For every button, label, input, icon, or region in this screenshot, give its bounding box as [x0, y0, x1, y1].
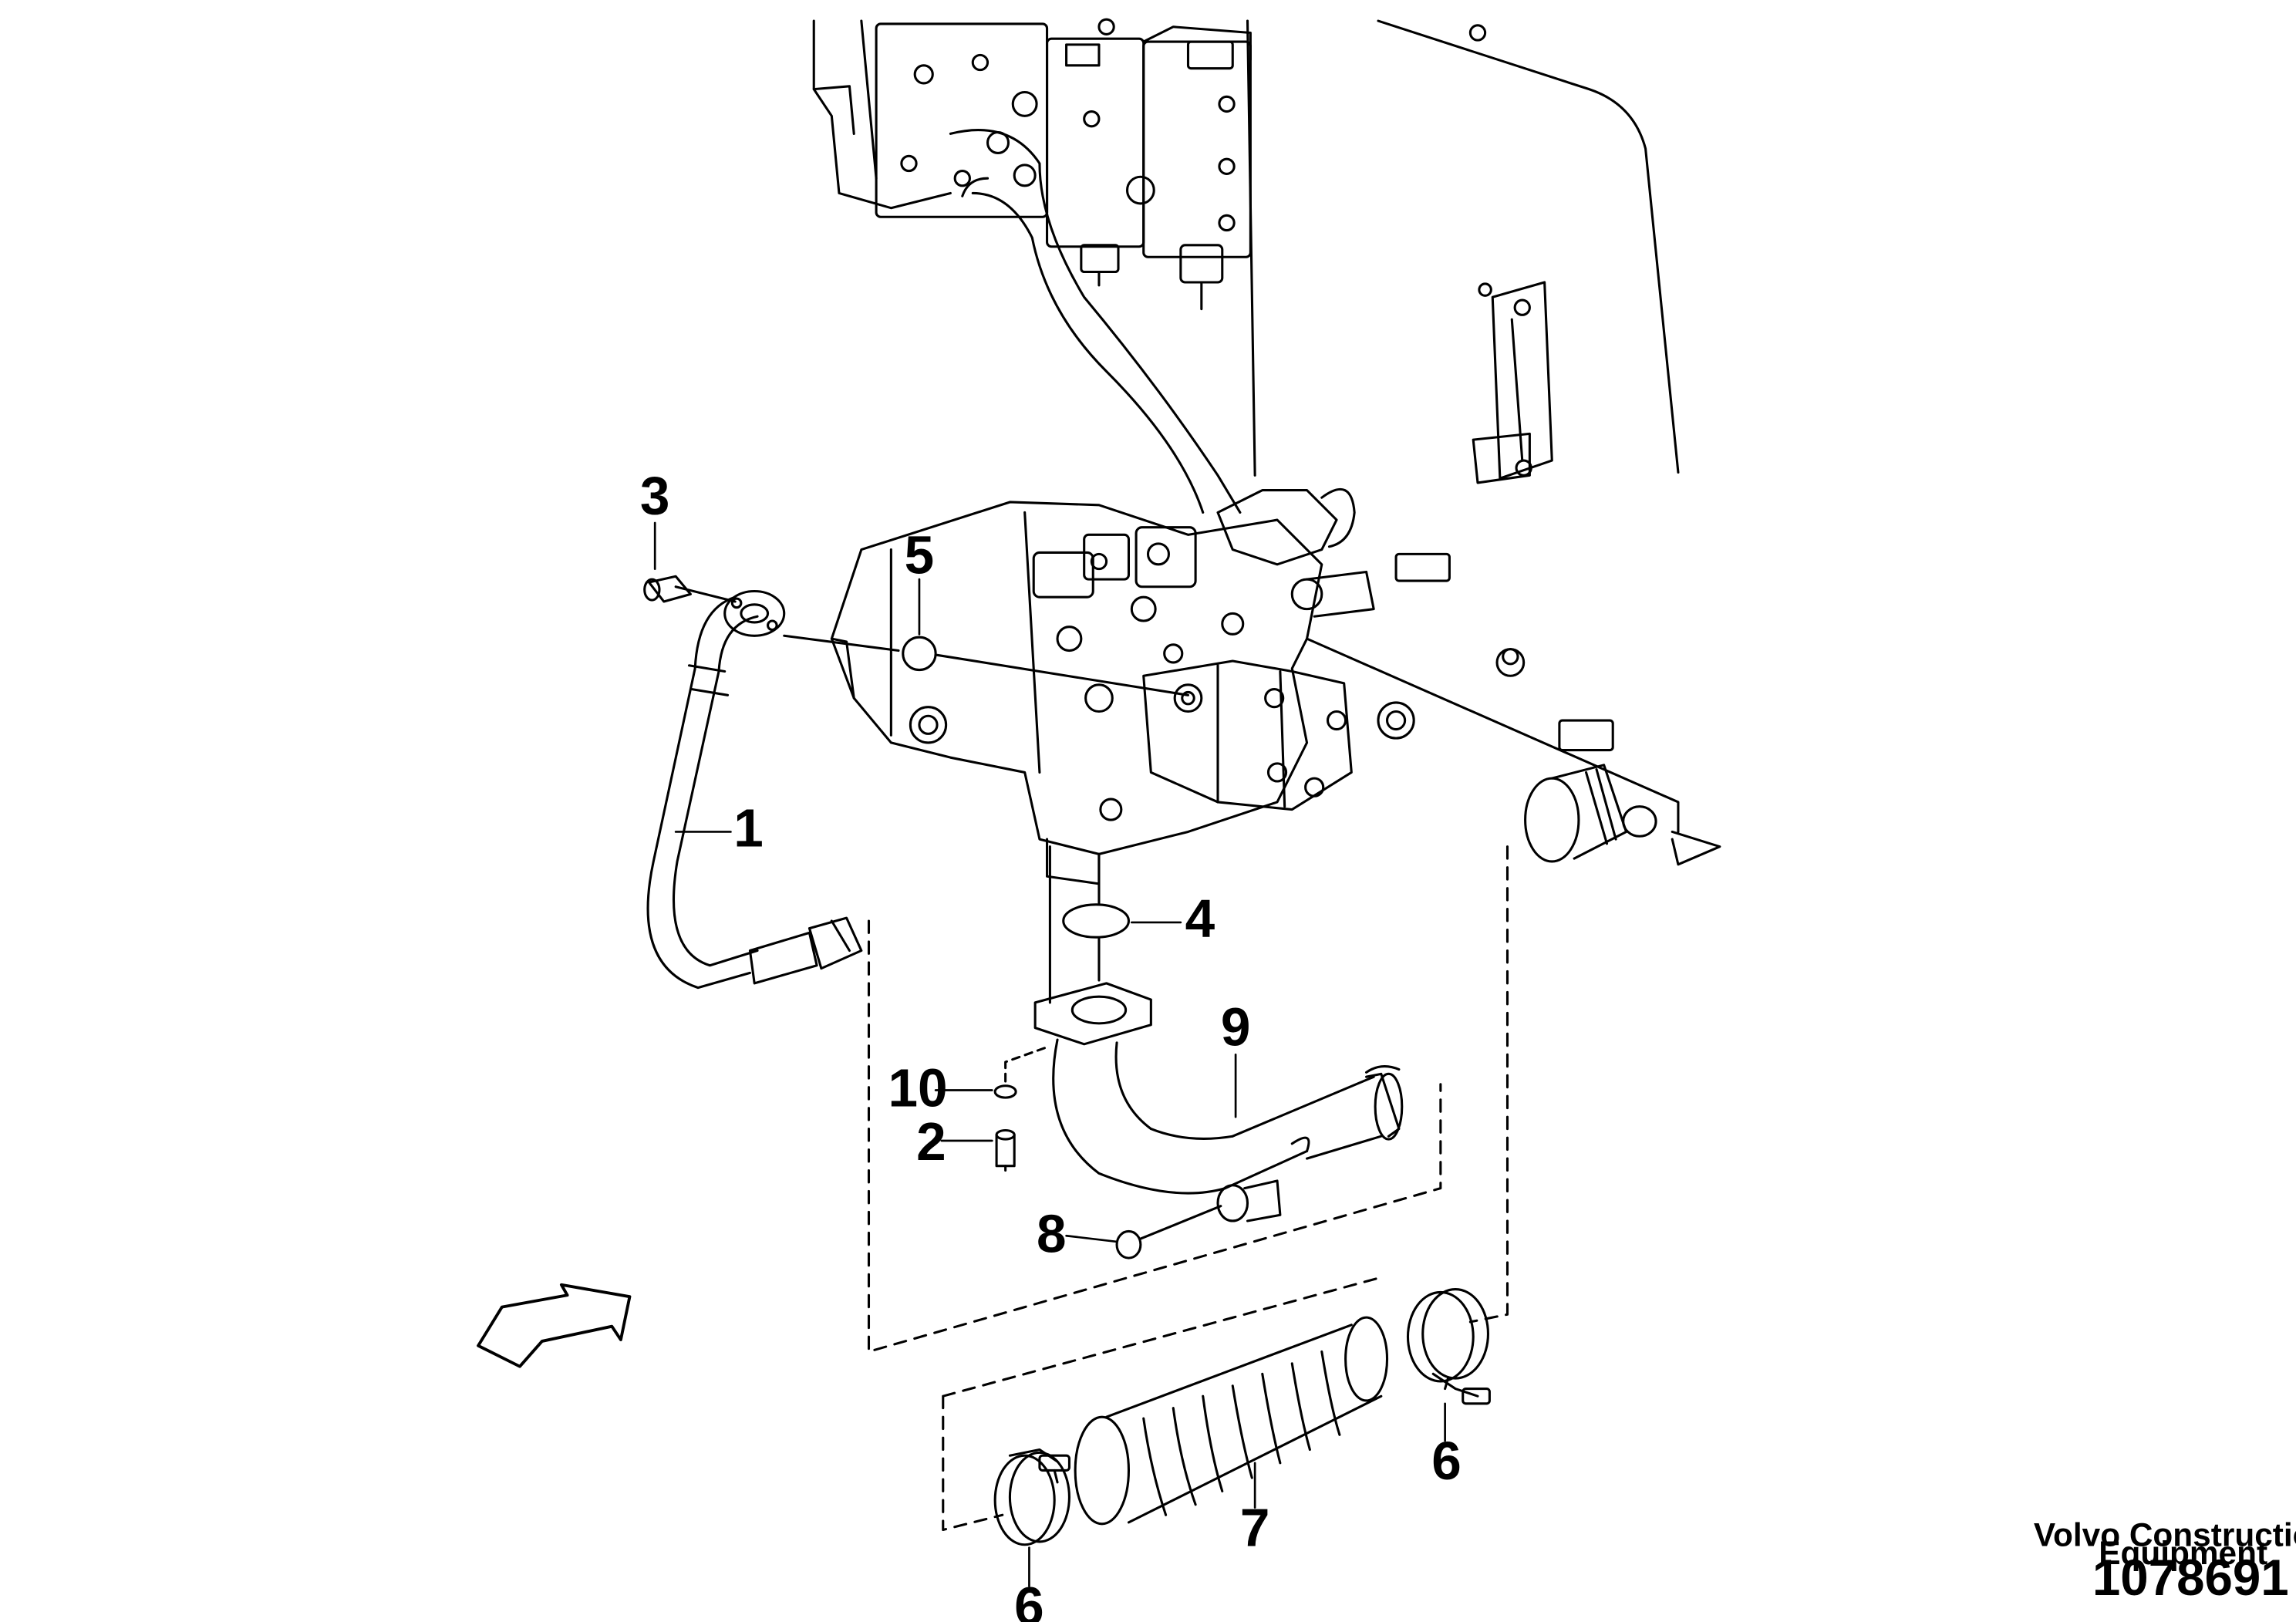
hose-assembly — [646, 589, 863, 990]
assembly-line — [1004, 1046, 1049, 1083]
flexible-hose — [1074, 1316, 1389, 1526]
hose-clamp-right — [1406, 1288, 1491, 1405]
callout-3: 3 — [640, 465, 670, 525]
callout-2: 2 — [916, 1111, 946, 1172]
o-ring-small — [902, 636, 937, 672]
o-ring-sensor — [1115, 1229, 1142, 1259]
sight-glass-bracket — [1472, 281, 1553, 484]
suction-pipe — [1033, 982, 1404, 1222]
callout-9: 9 — [1221, 997, 1251, 1057]
control-valve-block — [812, 18, 1252, 311]
assembly-line — [942, 1276, 1383, 1532]
hydraulic-pump — [830, 487, 1375, 885]
tank-outlet-port — [1524, 764, 1657, 863]
callout-5: 5 — [905, 524, 935, 585]
callout-7: 7 — [1240, 1498, 1270, 1558]
assembly-line — [867, 919, 1442, 1353]
callout-6-left: 6 — [1014, 1576, 1044, 1622]
assembly-line — [1139, 1205, 1222, 1240]
mounting-screw — [995, 1128, 1016, 1172]
callout-4: 4 — [1185, 889, 1215, 949]
flange-bolt — [643, 575, 737, 603]
brand-line-1: Volvo Construction — [2034, 1517, 2296, 1553]
hydraulic-tank-outline — [1246, 19, 1721, 866]
assembly-line — [783, 634, 1190, 696]
brand-line-2: Equipment — [2099, 1535, 2267, 1571]
callout-10: 10 — [888, 1058, 947, 1118]
pressure-hose-upper — [949, 129, 1242, 514]
washer — [993, 1084, 1017, 1099]
assembly-line — [1048, 845, 1101, 1004]
document-number: 1078691 — [2092, 1549, 2289, 1606]
callout-8: 8 — [1037, 1203, 1067, 1263]
callout-6-right: 6 — [1431, 1431, 1462, 1491]
o-ring-large — [1062, 903, 1131, 939]
assembly-line — [1468, 845, 1509, 1324]
leader-lines — [653, 521, 1446, 1588]
direction-arrow — [477, 1283, 632, 1368]
callout-1: 1 — [733, 798, 764, 858]
hose-clamp-left — [993, 1448, 1070, 1546]
